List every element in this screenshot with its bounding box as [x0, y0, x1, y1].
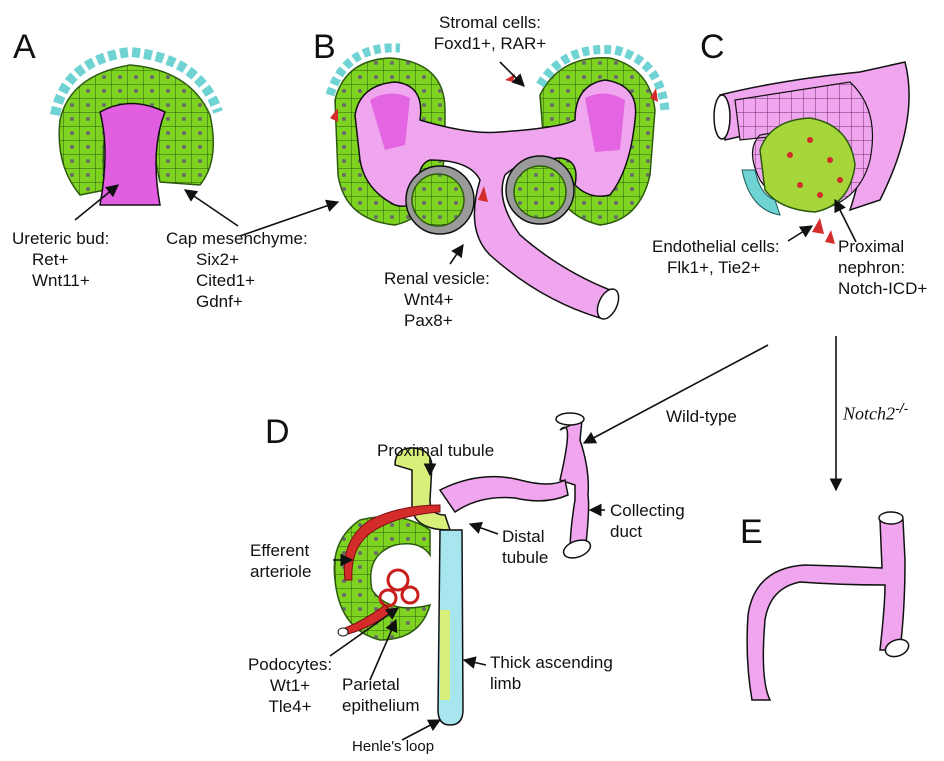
proximal-nephron-line2: nephron:: [838, 257, 927, 278]
panel-c-artwork: [714, 62, 909, 244]
stromal-cells-title: Stromal cells:: [414, 12, 566, 33]
ureteric-bud-marker-ret: Ret+: [12, 249, 109, 270]
panel-a-artwork: [55, 52, 218, 205]
collecting-duct-label: Collecting duct: [610, 500, 685, 542]
proximal-nephron-c: [760, 118, 855, 212]
ureteric-bud-marker-wnt11: Wnt11+: [12, 270, 109, 291]
ureteric-bud-label: Ureteric bud: Ret+ Wnt11+: [12, 228, 109, 291]
distal-tubule-line2: tubule: [502, 547, 548, 568]
panel-label-b: B: [313, 30, 336, 64]
thick-ascending-limb-line1: Thick ascending: [490, 652, 613, 673]
panel-e-artwork: [747, 512, 911, 700]
parietal-epithelium-line1: Parietal: [342, 674, 420, 695]
renal-vesicle-right: [506, 156, 574, 224]
podocytes-marker-tle4: Tle4+: [240, 696, 340, 717]
podocytes-title: Podocytes:: [240, 654, 340, 675]
cap-mesenchyme-label: Cap mesenchyme: Six2+ Cited1+ Gdnf+: [166, 228, 308, 312]
thick-ascending-limb-label: Thick ascending limb: [490, 652, 613, 694]
ureteric-bud-title: Ureteric bud:: [12, 228, 109, 249]
stromal-cells-label: Stromal cells: Foxd1+, RAR+: [414, 12, 566, 54]
proximal-nephron-marker: Notch-ICD+: [838, 278, 927, 299]
efferent-arteriole-line2: arteriole: [250, 561, 311, 582]
notch2-knockout-label: Notch2-/-: [843, 398, 908, 425]
notch2-gene: Notch2: [843, 404, 895, 424]
panel-label-a: A: [13, 30, 36, 64]
renal-vesicle-label: Renal vesicle: Wnt4+ Pax8+: [384, 268, 490, 331]
collecting-duct-line2: duct: [610, 521, 685, 542]
proximal-nephron-line1: Proximal: [838, 236, 927, 257]
cap-marker-gdnf: Gdnf+: [166, 291, 308, 312]
efferent-arteriole-line1: Efferent: [250, 540, 311, 561]
distal-tubule-line1: Distal: [502, 526, 548, 547]
parietal-epithelium-label: Parietal epithelium: [342, 674, 420, 716]
distal-tubule-label: Distal tubule: [502, 526, 548, 568]
proximal-tubule-label: Proximal tubule: [377, 440, 494, 461]
cap-mesenchyme-title: Cap mesenchyme:: [166, 228, 308, 249]
renal-vesicle-title: Renal vesicle:: [384, 268, 490, 289]
efferent-arteriole-label: Efferent arteriole: [250, 540, 311, 582]
renal-vesicle-marker-pax8: Pax8+: [384, 310, 490, 331]
podocytes-marker-wt1: Wt1+: [240, 675, 340, 696]
cap-marker-six2: Six2+: [166, 249, 308, 270]
renal-vesicle-left: [406, 166, 474, 234]
thick-ascending-limb-line2: limb: [490, 673, 613, 694]
ureteric-bud-a: [100, 104, 165, 206]
podocytes-label: Podocytes: Wt1+ Tle4+: [240, 654, 340, 717]
henles-loop-label: Henle's loop: [352, 736, 434, 757]
proximal-nephron-label: Proximal nephron: Notch-ICD+: [838, 236, 927, 299]
parietal-epithelium-line2: epithelium: [342, 695, 420, 716]
glomerular-capillary: [380, 570, 418, 606]
tubule-e: [747, 520, 905, 700]
endothelial-cells-markers: Flk1+, Tie2+: [652, 257, 780, 278]
endothelial-cells-title: Endothelial cells:: [652, 236, 780, 257]
cap-marker-cited1: Cited1+: [166, 270, 308, 291]
collecting-duct-line1: Collecting: [610, 500, 685, 521]
renal-vesicle-marker-wnt4: Wnt4+: [384, 289, 490, 310]
panel-label-c: C: [700, 30, 725, 64]
notch2-genotype: -/-: [895, 400, 908, 416]
panel-b-artwork: [330, 48, 665, 322]
wild-type-label: Wild-type: [666, 406, 737, 427]
panel-label-e: E: [740, 515, 763, 549]
connecting-tubule-d: [440, 477, 568, 512]
endothelial-cells-label: Endothelial cells: Flk1+, Tie2+: [652, 236, 780, 278]
panel-label-d: D: [265, 415, 290, 449]
stromal-cells-markers: Foxd1+, RAR+: [414, 33, 566, 54]
